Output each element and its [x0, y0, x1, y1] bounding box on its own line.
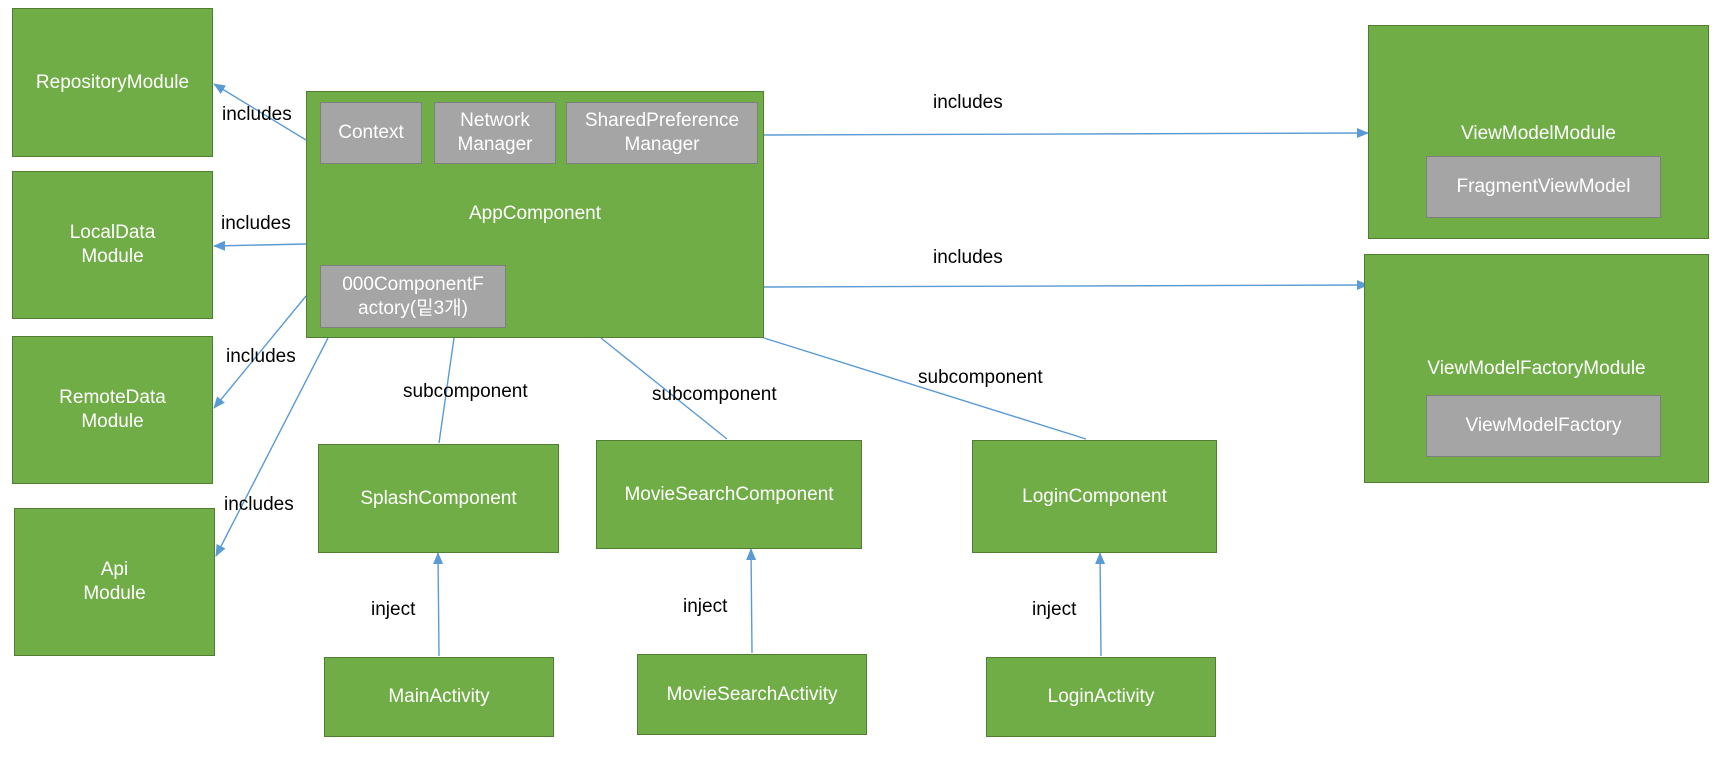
local-data-module: LocalData Module — [12, 171, 213, 319]
inject-label-moviesearch: inject — [683, 596, 728, 617]
edge-subcomponent-moviesearch — [600, 337, 728, 440]
repository-module: RepositoryModule — [12, 8, 213, 157]
includes-label-api: includes — [224, 494, 294, 515]
includes-label-remotedata: includes — [226, 346, 296, 367]
inject-label-main: inject — [371, 599, 416, 620]
subcomponent-label-splash: subcomponent — [403, 381, 528, 402]
edge-inject-main — [433, 552, 444, 657]
splash-component: SplashComponent — [318, 444, 559, 553]
login-component: LoginComponent — [972, 440, 1217, 553]
subcomponent-label-moviesearch: subcomponent — [652, 384, 777, 405]
edge-includes-viewmodelfactory — [763, 280, 1369, 291]
edge-subcomponent-login — [763, 337, 1087, 440]
shared-preference-manager-node: SharedPreference Manager — [566, 102, 758, 164]
edge-includes-viewmodel — [763, 128, 1369, 139]
network-manager-label: Network Manager — [457, 110, 533, 155]
includes-label-localdata: includes — [221, 213, 291, 234]
repository-module-label: RepositoryModule — [35, 71, 190, 93]
edge-includes-remotedata — [213, 295, 307, 409]
fragment-viewmodel-label: FragmentViewModel — [1456, 176, 1631, 197]
edge-subcomponent-splash — [438, 337, 455, 444]
component-factory-label: 000ComponentF actory(밑3개) — [342, 273, 484, 319]
login-activity-label: LoginActivity — [1047, 686, 1155, 707]
network-manager-node: Network Manager — [434, 102, 556, 164]
edge-inject-moviesearch — [746, 548, 757, 654]
includes-label-repository: includes — [222, 104, 292, 125]
includes-label-viewmodelfactory: includes — [933, 247, 1003, 268]
edge-includes-api — [215, 337, 329, 557]
edge-inject-login — [1095, 552, 1106, 657]
movie-search-component-label: MovieSearchComponent — [624, 483, 834, 505]
movie-search-activity-label: MovieSearchActivity — [666, 683, 838, 705]
login-activity: LoginActivity — [986, 657, 1216, 737]
fragment-viewmodel-node: FragmentViewModel — [1426, 156, 1661, 218]
api-module-label: Api Module — [83, 559, 146, 604]
includes-label-viewmodel: includes — [933, 92, 1003, 113]
subcomponent-label-login: subcomponent — [918, 367, 1043, 388]
remote-data-module: RemoteData Module — [12, 336, 213, 484]
local-data-module-label: LocalData Module — [69, 222, 156, 267]
viewmodel-module-title: ViewModelModule — [1461, 123, 1616, 144]
main-activity-label: MainActivity — [388, 686, 490, 707]
main-activity: MainActivity — [324, 657, 554, 737]
remote-data-module-label: RemoteData Module — [59, 387, 166, 432]
movie-search-activity: MovieSearchActivity — [637, 654, 867, 735]
splash-component-label: SplashComponent — [360, 487, 517, 509]
viewmodel-factory-label: ViewModelFactory — [1465, 415, 1622, 436]
movie-search-component: MovieSearchComponent — [596, 440, 862, 549]
inject-label-login: inject — [1032, 599, 1077, 620]
shared-preference-manager-label: SharedPreference Manager — [584, 110, 740, 155]
context-label: Context — [338, 122, 404, 143]
app-component-title: AppComponent — [468, 203, 602, 224]
api-module: Api Module — [14, 508, 215, 656]
context-node: Context — [320, 102, 422, 164]
edge-includes-localdata — [213, 240, 307, 251]
viewmodel-factory-node: ViewModelFactory — [1426, 395, 1661, 457]
login-component-label: LoginComponent — [1022, 485, 1167, 507]
component-factory-node: 000ComponentF actory(밑3개) — [320, 265, 506, 328]
viewmodel-factory-module-title: ViewModelFactoryModule — [1427, 358, 1646, 379]
edge-includes-repository — [213, 83, 307, 141]
